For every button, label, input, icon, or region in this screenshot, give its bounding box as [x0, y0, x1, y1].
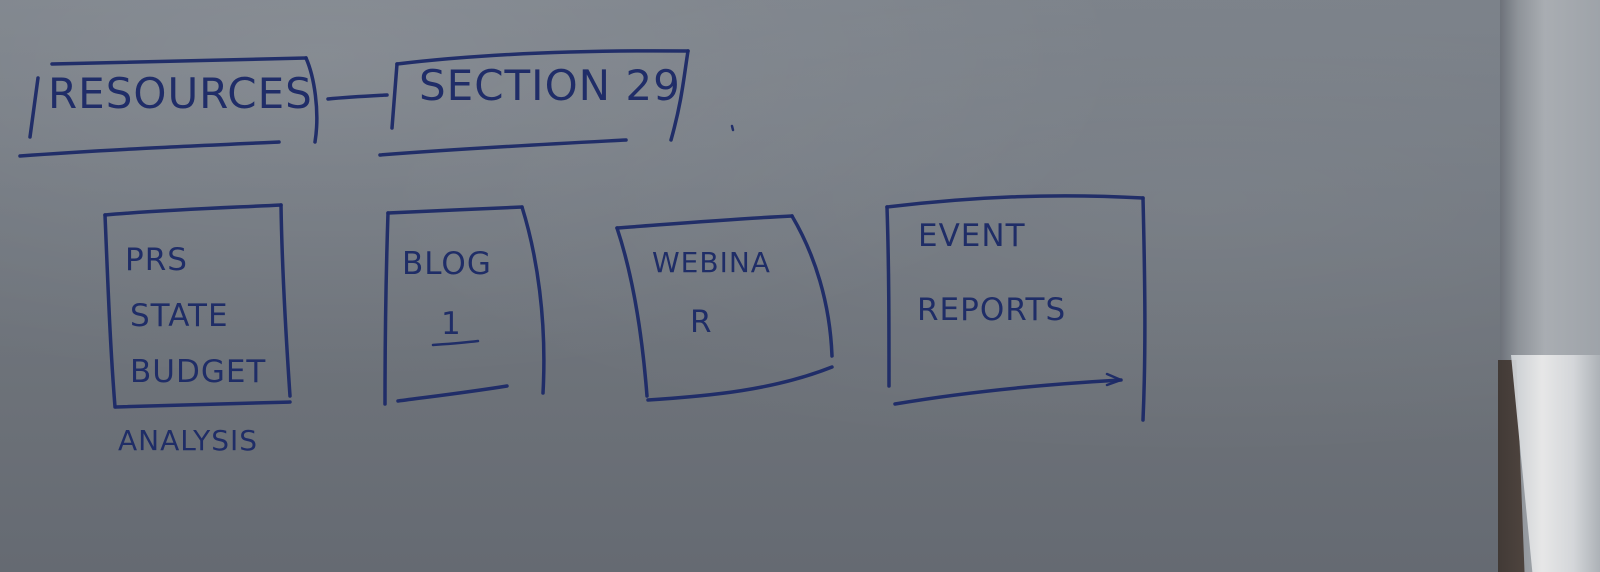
card3-top [615, 214, 794, 230]
card1-line-1: PRS [125, 242, 188, 278]
card4-line-2: REPORTS [917, 292, 1066, 328]
header-right-underline [378, 138, 628, 157]
header-right-bracket-left [390, 62, 399, 130]
card2-left [383, 211, 390, 406]
card2-number-underline [431, 339, 480, 347]
card2-line-1: BLOG [402, 246, 492, 282]
header-left-bracket-left [28, 76, 40, 139]
card1-line-3: BUDGET [130, 354, 266, 390]
card1-below-label: ANALYSIS [118, 424, 258, 457]
card4-bottom-arrowhead [1105, 372, 1123, 387]
card1-line-2: STATE [130, 298, 229, 334]
marker-dot [730, 124, 735, 132]
header-left-top-line [50, 56, 308, 66]
header-left-bracket-right [304, 56, 319, 144]
card3-left [615, 226, 649, 398]
section-heading: SECTION 29 [419, 61, 681, 110]
card3-line-1: WEBINA [652, 246, 771, 279]
header-left-underline [18, 140, 281, 158]
card4-line-1: EVENT [918, 218, 1026, 254]
card2-right [520, 205, 546, 395]
card4-right [1141, 196, 1147, 422]
card2-line-2: 1 [441, 306, 462, 342]
resources-heading: RESOURCES [48, 69, 313, 118]
card1-top [103, 203, 283, 217]
header-right-top-line [395, 49, 690, 66]
card2-bottom [396, 384, 509, 403]
card4-top [885, 194, 1145, 209]
header-connector-line [326, 93, 389, 101]
card3-line-2: R [690, 304, 713, 340]
card1-bottom [114, 400, 292, 409]
header-right-bracket-right [669, 49, 690, 142]
card4-bottom [893, 378, 1123, 406]
card1-right [279, 203, 292, 398]
card3-right [790, 214, 834, 358]
card2-top [386, 205, 524, 215]
card1-left [103, 213, 117, 409]
card4-left [885, 205, 891, 388]
card3-bottom [646, 365, 834, 402]
